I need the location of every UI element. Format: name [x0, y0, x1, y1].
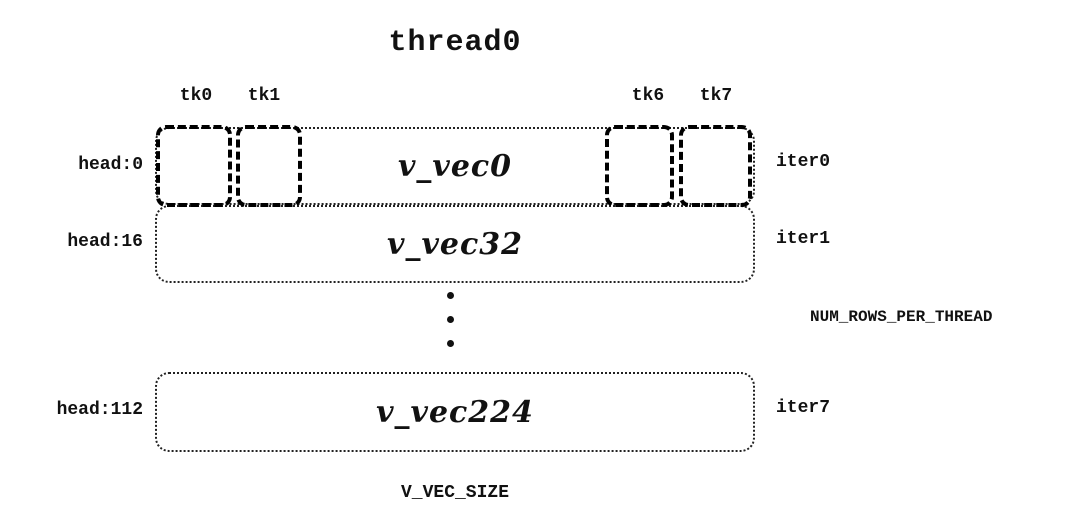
tick-label-tk1: tk1 [247, 86, 281, 106]
tick-label-tk7: tk7 [699, 86, 733, 106]
iteration-label-0: iter0 [776, 152, 831, 172]
iteration-label-1: iter1 [776, 229, 831, 249]
diagram-title: thread0 [388, 26, 522, 60]
head-offset-label-112: head:112 [56, 400, 143, 420]
thread-cell-tk7 [679, 125, 752, 207]
thread-cell-tk6 [605, 125, 674, 207]
thread-cell-tk0 [156, 125, 232, 207]
vec-label-v_vec224: v_vec224 [376, 394, 534, 430]
thread-cell-tk1 [236, 125, 302, 207]
num-rows-per-thread-label: NUM_ROWS_PER_THREAD [810, 308, 993, 326]
vertical-ellipsis [446, 292, 456, 356]
vec-label-v_vec0: v_vec0 [397, 148, 513, 184]
iteration-label-7: iter7 [776, 398, 831, 418]
v-vec-size-label: V_VEC_SIZE [400, 483, 510, 503]
tick-label-tk0: tk0 [179, 86, 213, 106]
ellipsis-dot [447, 340, 454, 347]
ellipsis-dot [447, 292, 454, 299]
vector-row-iter7: v_vec224 [155, 372, 755, 452]
tick-label-tk6: tk6 [631, 86, 665, 106]
head-offset-label-0: head:0 [78, 155, 143, 175]
ellipsis-dot [447, 316, 454, 323]
vector-row-iter1: v_vec32 [155, 205, 755, 283]
head-offset-label-16: head:16 [67, 232, 143, 252]
vec-label-v_vec32: v_vec32 [387, 226, 523, 262]
